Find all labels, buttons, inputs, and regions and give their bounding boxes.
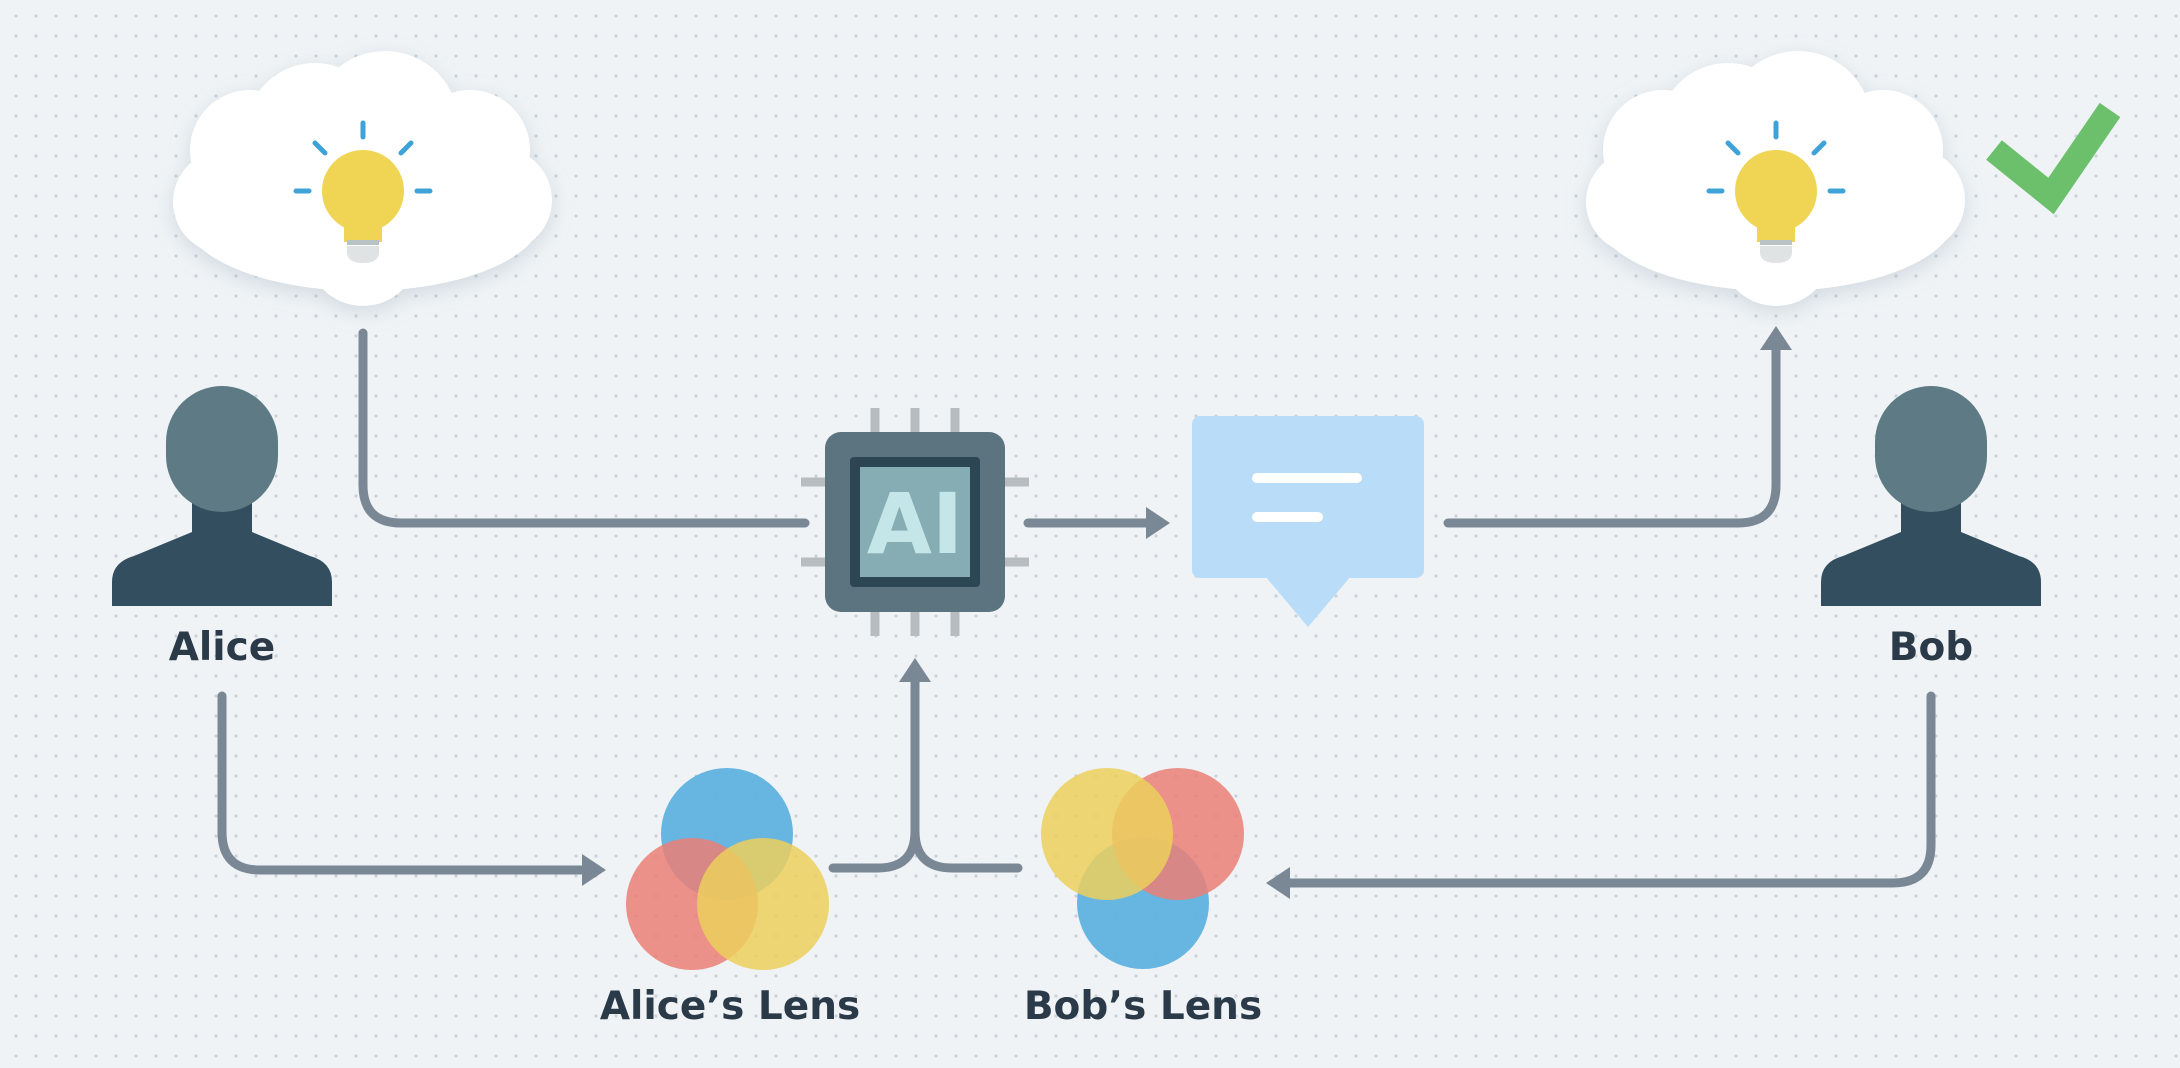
connector-lenses-to-ai [828, 673, 1023, 873]
lightbulb-icon [293, 120, 433, 263]
alice-idea [173, 51, 552, 306]
connector-alice-to-lens [217, 691, 591, 875]
person-icon [112, 386, 332, 606]
arrowhead-right-icon [1146, 507, 1170, 539]
ai-chip-label: AI [867, 475, 963, 573]
lightbulb-icon [1706, 120, 1846, 263]
person-icon [1821, 386, 2041, 606]
alice-person: Alice [112, 386, 332, 670]
checkmark-icon [1986, 102, 2121, 215]
arrowhead-up-icon [899, 658, 931, 682]
connector-message-to-bob-idea [1443, 333, 1781, 528]
bob-name: Bob [1889, 625, 1973, 670]
alice-name: Alice [169, 625, 276, 670]
alice-lens: Alice’s Lens [600, 768, 860, 1029]
venn-lens-icon [1041, 768, 1244, 969]
connector-bob-to-lens [1282, 691, 1936, 888]
arrowhead-up-icon [1760, 326, 1792, 350]
venn-lens-icon [626, 768, 829, 970]
alice-lens-label: Alice’s Lens [600, 984, 860, 1029]
arrowhead-left-icon [1266, 867, 1290, 899]
arrowhead-right-icon [582, 854, 606, 886]
bob-person: Bob [1821, 386, 2041, 670]
ai-chip-icon: AI [801, 408, 1029, 636]
bob-lens-label: Bob’s Lens [1024, 984, 1262, 1029]
bob-lens: Bob’s Lens [1024, 768, 1262, 1029]
speech-bubble-icon [1192, 416, 1424, 627]
connector-alice-idea-to-ai [358, 328, 810, 528]
bob-idea [1586, 51, 2121, 306]
